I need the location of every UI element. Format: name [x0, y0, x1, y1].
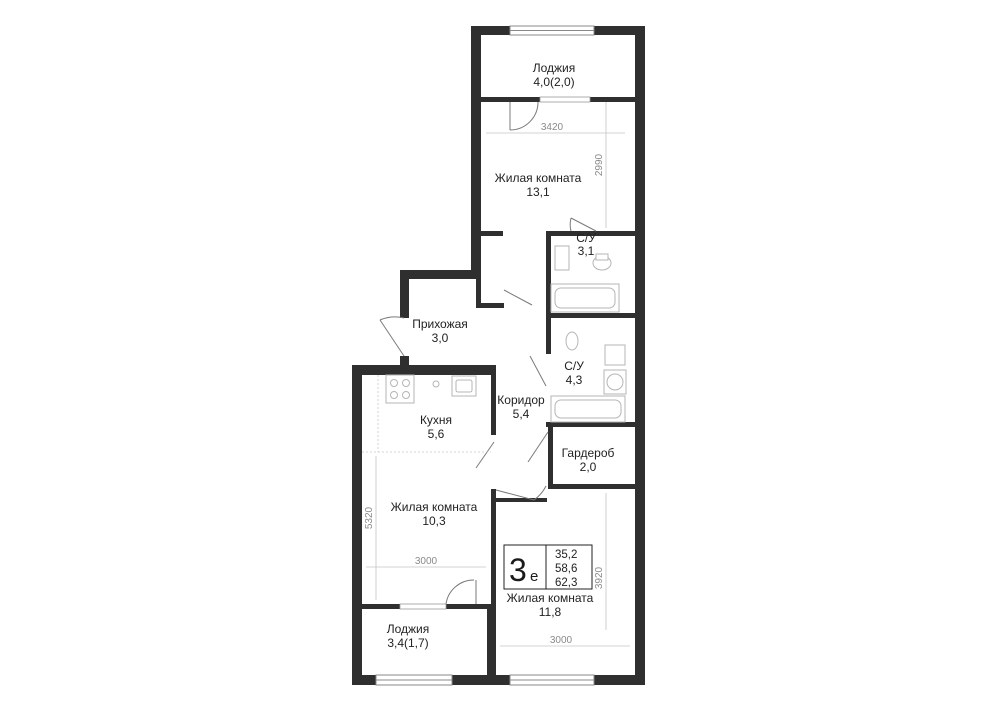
dimension-labels: 3420 2990 5320 3000 3920 3000 [364, 122, 605, 646]
room-bedroom-right: Жилая комната 11,8 [507, 591, 594, 619]
room-name: Жилая комната [391, 500, 478, 514]
room-area: 10,3 [422, 514, 446, 528]
room-kitchen: Кухня 5,6 [420, 413, 452, 441]
room-wardrobe: Гардероб 2,0 [562, 446, 615, 474]
room-name: Лоджия [533, 61, 576, 75]
apartment-badge: 3 е 35,2 58,6 62,3 [503, 544, 593, 590]
total-with-loggia: 62,3 [555, 577, 577, 589]
room-corridor: Коридор 5,4 [497, 393, 545, 421]
dim-right-depth: 3920 [594, 566, 605, 589]
room-name: С/У [564, 359, 584, 373]
room-name: Гардероб [562, 446, 615, 460]
living-area: 35,2 [555, 549, 577, 561]
room-area: 5,4 [513, 407, 530, 421]
room-name: Прихожая [412, 317, 468, 331]
room-hallway: Прихожая 3,0 [412, 317, 468, 345]
room-loggia-bottom: Лоджия 3,4(1,7) [387, 622, 430, 650]
room-name: Коридор [497, 393, 545, 407]
room-bath-1: С/У 3,1 [576, 231, 596, 258]
room-name: Жилая комната [507, 591, 594, 605]
room-area: 3,1 [578, 244, 595, 258]
room-area: 4,3 [566, 373, 583, 387]
rooms-suffix: е [530, 568, 538, 585]
dim-top-width: 3420 [541, 122, 564, 133]
room-area: 3,4(1,7) [387, 636, 428, 650]
room-bedroom-top: Жилая комната 13,1 [495, 171, 582, 199]
room-bath-2: С/У 4,3 [564, 359, 584, 387]
fixtures [362, 245, 627, 453]
room-name: Кухня [420, 413, 452, 427]
rooms-count: 3 [509, 552, 527, 588]
dim-right-width: 3000 [550, 635, 573, 646]
dim-left-width: 3000 [415, 556, 438, 567]
room-loggia-top: Лоджия 4,0(2,0) [533, 61, 576, 89]
room-area: 3,0 [432, 331, 449, 345]
room-area: 5,6 [428, 427, 445, 441]
dimension-lines [366, 102, 630, 647]
room-area: 13,1 [526, 185, 550, 199]
room-area: 4,0(2,0) [533, 75, 574, 89]
room-name: С/У [576, 231, 596, 245]
room-living-left: Жилая комната 10,3 [391, 500, 478, 528]
interior-partitions [362, 96, 635, 610]
room-name: Лоджия [387, 622, 430, 636]
dim-left-depth: 5320 [364, 506, 375, 529]
room-name: Жилая комната [495, 171, 582, 185]
room-area: 2,0 [580, 460, 597, 474]
room-area: 11,8 [539, 605, 562, 619]
doors [379, 101, 597, 605]
total-area: 58,6 [555, 563, 577, 575]
windows [375, 25, 595, 686]
dim-top-depth: 2990 [594, 153, 605, 176]
